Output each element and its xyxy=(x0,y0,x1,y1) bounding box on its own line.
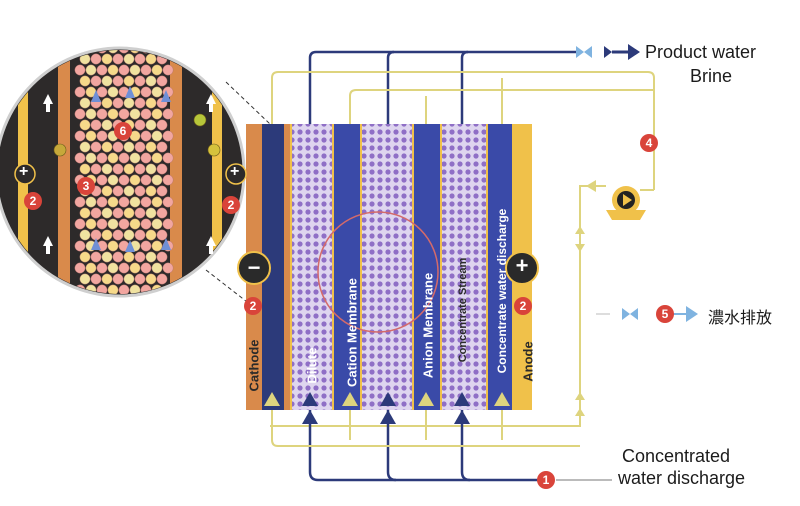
zoom-plus-sign-left: + xyxy=(19,163,29,180)
anion-membrane-channel xyxy=(414,124,440,410)
concentrated-label-line2: water discharge xyxy=(618,468,746,488)
pump xyxy=(606,186,646,220)
badge-1: 1 xyxy=(537,471,555,489)
negative-sign: − xyxy=(247,255,261,280)
zoom-magnifier xyxy=(0,46,247,298)
cell-stack xyxy=(246,124,532,410)
negative-electrode xyxy=(237,251,271,285)
brine-label: Brine xyxy=(690,66,733,86)
badge-2-zoom-left: 2 xyxy=(24,192,42,210)
brine-lines xyxy=(271,71,655,190)
label-anion-membrane: Anion Membrane xyxy=(420,272,436,379)
zoom-plus-sign-right: + xyxy=(230,163,240,180)
badge-4: 4 xyxy=(640,134,658,152)
label-concentrate-stream: Concentrate Stream xyxy=(457,257,469,363)
label-cation-membrane: Cation Membrane xyxy=(344,277,360,388)
positive-electrode xyxy=(505,251,539,285)
badge-2-zoom-right: 2 xyxy=(222,196,240,214)
dilute-compartment-1 xyxy=(292,124,332,410)
zoom-target-circle xyxy=(317,211,439,333)
concentrate-lines xyxy=(308,410,540,482)
discharge-cn-label: 濃水排放 xyxy=(708,310,773,327)
label-dilute: Dilute xyxy=(304,347,320,384)
badge-5: 5 xyxy=(656,305,674,323)
badge-3: 3 xyxy=(77,177,95,195)
label-concentrate-discharge: Concentrate water discharge xyxy=(495,208,509,374)
label-anode: Anode xyxy=(520,341,536,382)
product-water-lines xyxy=(308,50,580,124)
badge-2-cathode: 2 xyxy=(244,297,262,315)
dilute-compartment-2 xyxy=(362,124,414,410)
cathode-channel xyxy=(262,124,284,410)
product-water-label: Product water xyxy=(645,42,757,62)
flow-up-arrows xyxy=(264,392,510,424)
positive-sign: + xyxy=(515,253,529,278)
label-cathode: Cathode xyxy=(246,339,262,392)
cation-membrane-channel xyxy=(334,124,360,410)
badge-2-anode: 2 xyxy=(514,297,532,315)
badge-6: 6 xyxy=(114,122,132,140)
concentrated-label-line1: Concentrated xyxy=(622,446,731,466)
dilute-compartment-3 xyxy=(442,124,486,410)
